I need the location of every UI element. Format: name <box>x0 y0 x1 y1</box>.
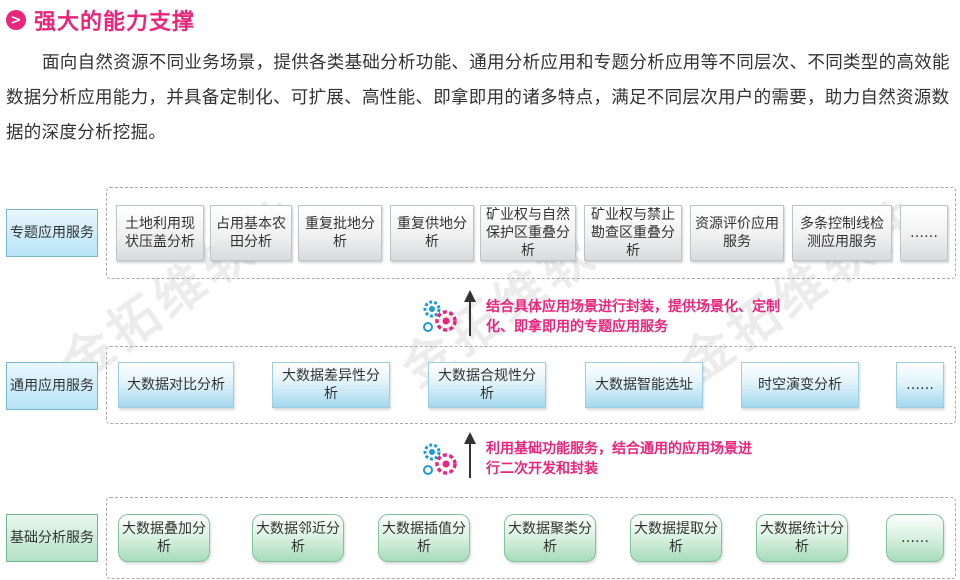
upper-connector: 结合具体应用场景进行封装，提供场景化、定制化、即拿即用的专题应用服务 <box>462 288 786 337</box>
section-header: > 强大的能力支撑 <box>6 4 195 36</box>
special-service-item: 重复批地分析 <box>298 205 382 261</box>
general-service-item: 大数据智能选址 <box>585 362 703 408</box>
arrow-up-icon <box>464 432 476 478</box>
general-service-item: 大数据合规性分析 <box>428 362 546 408</box>
intro-paragraph: 面向自然资源不同业务场景，提供各类基础分析功能、通用分析应用和专题分析应用等不同… <box>6 53 950 143</box>
special-service-item: 资源评价应用服务 <box>690 205 784 261</box>
general-service-item: 时空演变分析 <box>741 362 859 408</box>
layer-label-basic: 基础分析服务 <box>6 514 98 562</box>
gears-icon <box>423 443 457 475</box>
special-service-item: …… <box>900 205 948 261</box>
basic-service-item: 大数据邻近分析 <box>252 514 344 562</box>
basic-service-item: 大数据聚类分析 <box>504 514 596 562</box>
arrow-up-icon <box>464 290 476 336</box>
special-service-item: 土地利用现状压盖分析 <box>116 205 204 261</box>
special-service-item: 占用基本农田分析 <box>210 205 292 261</box>
special-service-item: 矿业权与禁止勘查区重叠分析 <box>584 205 682 261</box>
general-service-item: 大数据对比分析 <box>118 362 234 408</box>
gears-icon <box>423 300 457 332</box>
basic-services-group <box>106 497 956 579</box>
special-service-item: 重复供地分析 <box>390 205 474 261</box>
special-service-item: 矿业权与自然保护区重叠分析 <box>480 205 576 261</box>
general-service-item: 大数据差异性分析 <box>272 362 390 408</box>
special-service-item: 多条控制线检测应用服务 <box>792 205 892 261</box>
basic-service-item: 大数据提取分析 <box>630 514 722 562</box>
basic-service-item: 大数据叠加分析 <box>118 514 210 562</box>
lower-connector: 利用基础功能服务，结合通用的应用场景进行二次开发和封装 <box>462 430 756 479</box>
layer-label-general: 通用应用服务 <box>6 362 98 410</box>
special-services-group <box>106 187 956 279</box>
basic-service-item: 大数据统计分析 <box>756 514 848 562</box>
general-services-group <box>106 346 956 424</box>
layer-label-special: 专题应用服务 <box>6 209 98 257</box>
upper-connector-text: 结合具体应用场景进行封装，提供场景化、定制化、即拿即用的专题应用服务 <box>486 299 780 335</box>
section-title: 强大的能力支撑 <box>34 10 196 35</box>
basic-service-item: …… <box>886 514 944 562</box>
lower-connector-text: 利用基础功能服务，结合通用的应用场景进行二次开发和封装 <box>486 441 752 477</box>
general-service-item: …… <box>896 362 944 408</box>
basic-service-item: 大数据插值分析 <box>378 514 470 562</box>
chevron-right-icon: > <box>6 10 26 30</box>
